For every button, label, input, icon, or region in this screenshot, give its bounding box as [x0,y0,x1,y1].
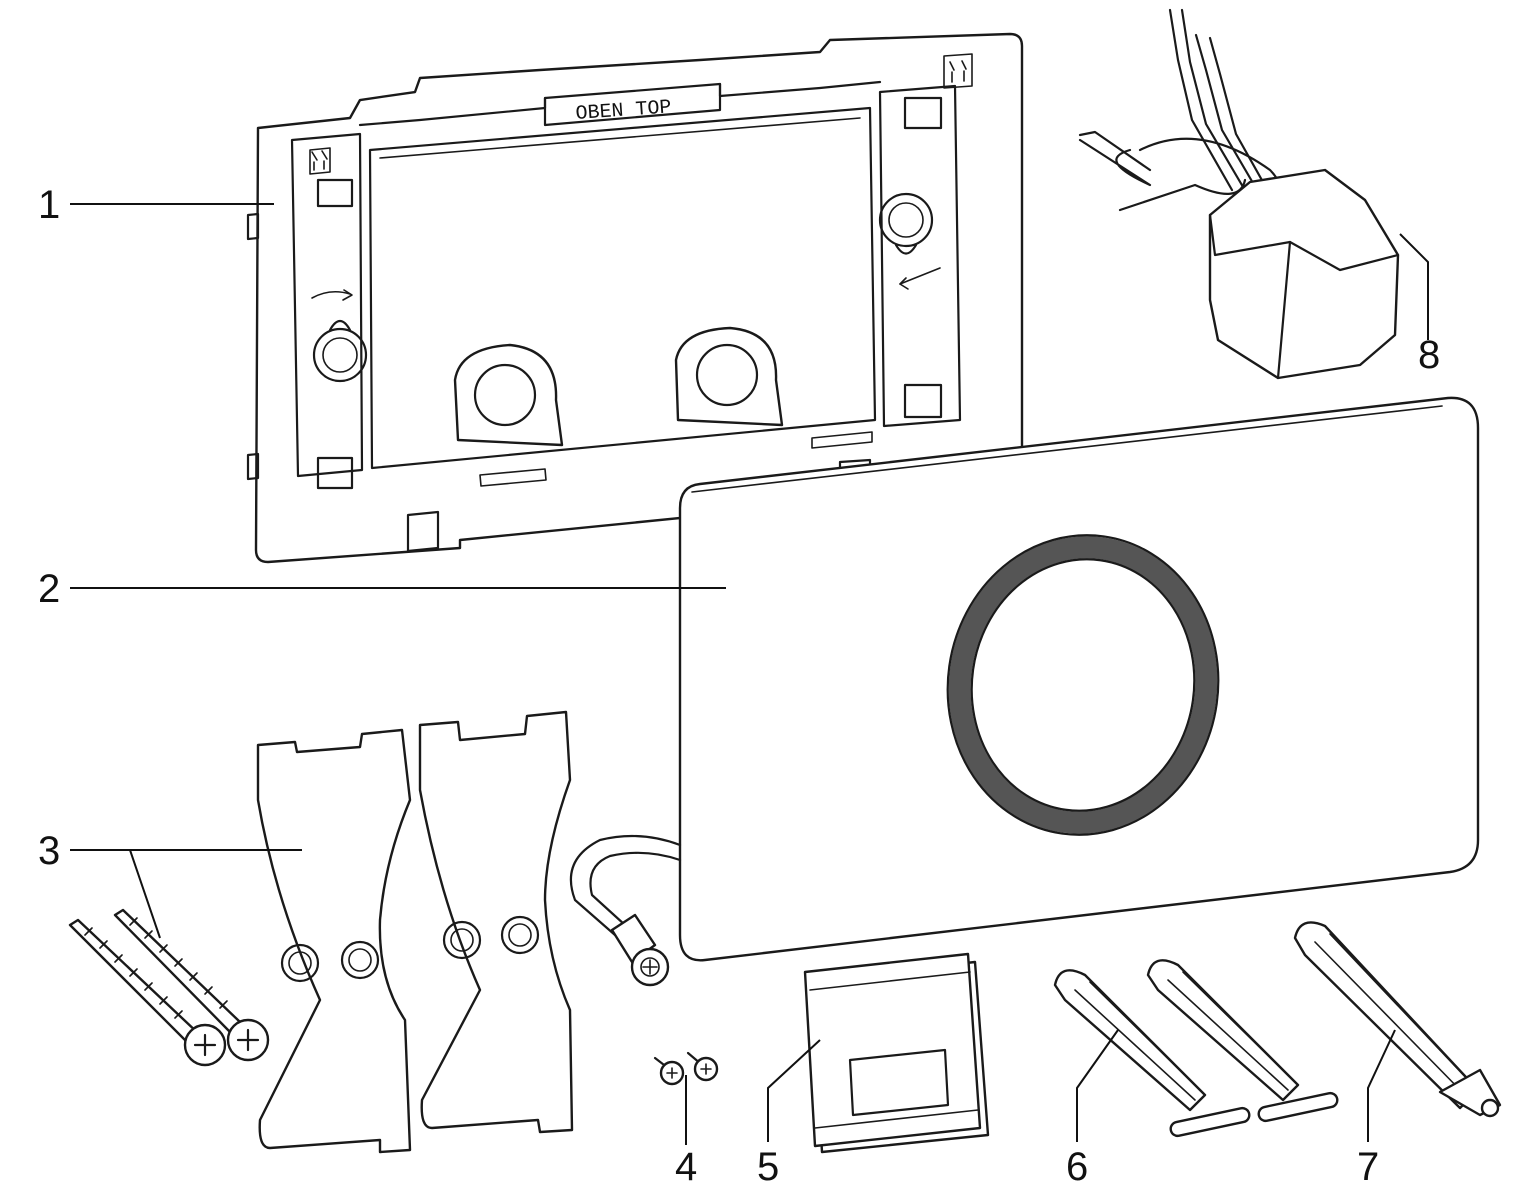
flush-plate [569,396,1480,987]
callout-6: 6 [1066,1145,1088,1189]
callout-1: 1 [38,183,60,227]
leader-8 [1399,233,1429,340]
wall-screws [68,908,270,1067]
callout-numbers: 1 2 3 4 5 6 7 8 [38,183,1440,1189]
sensor-ring [948,536,1218,834]
callout-5: 5 [757,1145,779,1189]
power-supply-unit [1078,8,1400,380]
callout-8: 8 [1418,333,1440,377]
leader-lines [70,203,1429,1145]
leader-6 [1076,1029,1119,1142]
leader-7 [1367,1029,1396,1142]
lubricant-sachet [803,952,990,1154]
leader-5 [767,1039,821,1142]
callout-4: 4 [675,1145,697,1189]
small-screws [653,1051,719,1086]
callout-2: 2 [38,567,60,611]
leader-3b [129,849,161,939]
callout-3: 3 [38,829,60,873]
wall-plugs-short [1053,959,1339,1138]
callout-7: 7 [1357,1145,1379,1189]
mounting-brackets [256,710,574,1154]
mounting-frame: OBEN TOP [246,32,1024,564]
wall-plug-long [1293,921,1502,1118]
